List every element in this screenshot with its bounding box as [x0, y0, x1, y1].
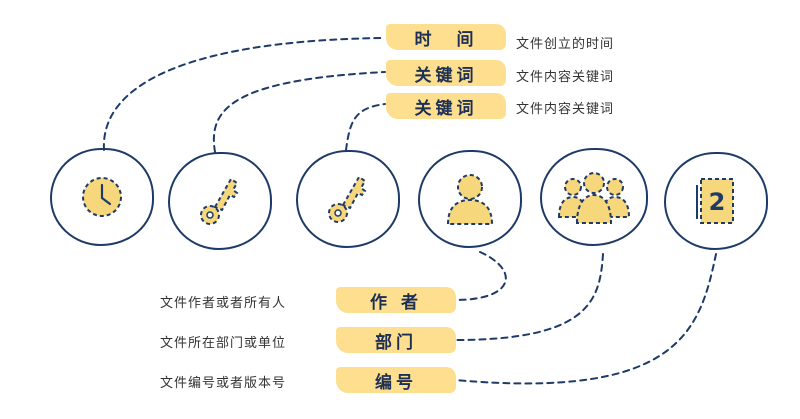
tag-keyword-2: 关键词 [386, 93, 506, 119]
desc-keyword-1: 文件内容关键词 [516, 70, 615, 85]
number-glyph: 2 [709, 188, 726, 216]
tag-number: 编号 [336, 367, 456, 393]
desc-department: 文件所在部门或单位 [160, 336, 287, 351]
connector-author [454, 251, 507, 301]
clock-icon [82, 177, 122, 217]
desc-keyword-2: 文件内容关键词 [516, 102, 615, 117]
connector-time [102, 37, 386, 151]
tag-author: 作 者 [336, 287, 456, 313]
connector-number [454, 253, 717, 385]
connector-keyword-2 [345, 103, 386, 151]
connector-department [454, 253, 604, 341]
desc-time: 文件创立的时间 [516, 37, 615, 52]
key-icon [328, 175, 367, 223]
document-number-icon: 2 [696, 178, 734, 224]
group-icon [557, 172, 631, 224]
desc-number: 文件编号或者版本号 [160, 376, 287, 391]
person-icon [446, 174, 494, 225]
tag-department: 部门 [336, 327, 456, 353]
connector-keyword-1 [212, 71, 386, 153]
circle-time [50, 148, 154, 246]
tag-keyword-1: 关键词 [386, 60, 506, 86]
circle-author [418, 150, 522, 248]
circle-department [540, 148, 648, 246]
desc-author: 文件作者或者所有人 [160, 296, 287, 311]
key-icon [200, 177, 239, 225]
circle-keyword-2 [296, 150, 400, 248]
circle-keyword-1 [168, 152, 272, 250]
tag-time: 时 间 [386, 24, 506, 50]
circle-number: 2 [664, 152, 768, 250]
